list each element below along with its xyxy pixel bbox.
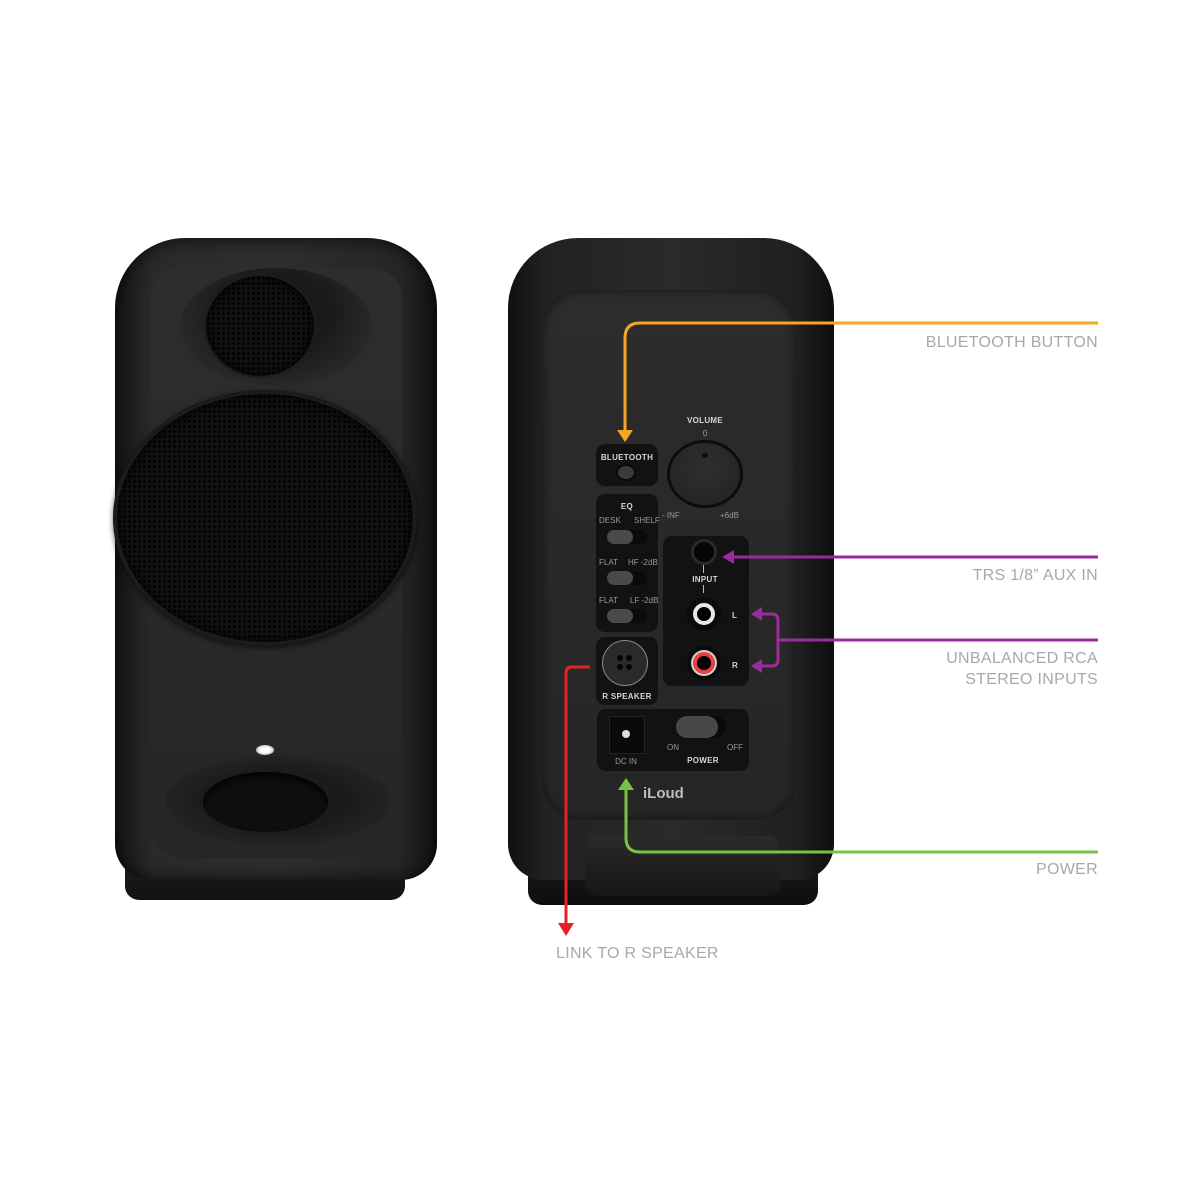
eq-lf-switch[interactable]	[607, 609, 647, 623]
callout-aux-in: TRS 1/8” AUX IN	[972, 567, 1098, 584]
eq-switch-3-left-label: FLAT	[599, 596, 618, 605]
power-arrowhead-icon	[618, 778, 634, 790]
input-divider	[703, 585, 704, 593]
power-callout-line	[624, 788, 1098, 854]
r-speaker-din-jack[interactable]	[603, 641, 647, 685]
volume-center-mark: 0	[702, 429, 708, 438]
back-speaker-stand	[585, 836, 780, 896]
brand-logo: iLoud	[643, 785, 684, 802]
bluetooth-button[interactable]	[618, 466, 634, 479]
link-callout-line	[564, 665, 590, 925]
rca-bracket	[762, 612, 780, 668]
power-on-label: ON	[667, 743, 679, 752]
callout-link-to-r-speaker: LINK TO R SPEAKER	[556, 945, 719, 962]
eq-label: EQ	[620, 502, 634, 511]
bass-port-icon	[203, 772, 328, 832]
volume-indicator-icon	[702, 453, 708, 458]
power-switch[interactable]	[676, 716, 726, 738]
callout-rca-line-2: STEREO INPUTS	[965, 671, 1098, 688]
dc-in-label: DC IN	[615, 757, 637, 766]
callout-bluetooth-button: BLUETOOTH BUTTON	[925, 334, 1098, 351]
callout-power: POWER	[1036, 861, 1098, 878]
tweeter-grille-icon	[206, 276, 314, 376]
woofer-grille-icon	[117, 394, 413, 642]
link-arrowhead-icon	[558, 923, 574, 936]
rca-left-ring-icon	[693, 603, 715, 625]
bluetooth-callout-line	[623, 321, 1098, 432]
power-off-label: OFF	[727, 743, 743, 752]
eq-desk-shelf-switch[interactable]	[607, 530, 647, 544]
rca-right-arrowhead-icon	[751, 659, 762, 673]
r-speaker-label: R SPEAKER	[602, 692, 652, 701]
power-label: POWER	[687, 756, 719, 765]
aux-in-jack[interactable]	[694, 542, 714, 562]
volume-max-label: +6dB	[720, 511, 739, 520]
dc-in-jack[interactable]	[609, 716, 645, 754]
eq-switch-3-right-label: LF -2dB	[630, 596, 659, 605]
input-label: INPUT	[692, 575, 718, 584]
rca-left-arrowhead-icon	[751, 607, 762, 621]
rca-right-jack[interactable]	[687, 646, 721, 680]
callout-rca-line-1: UNBALANCED RCA	[946, 650, 1098, 667]
power-led-icon	[256, 745, 274, 755]
switch-knob	[607, 530, 633, 544]
eq-switch-2-right-label: HF -2dB	[628, 558, 658, 567]
volume-min-label: - INF	[662, 511, 680, 520]
bluetooth-plate	[596, 444, 658, 486]
volume-label: VOLUME	[686, 416, 724, 425]
rca-right-label: R	[732, 661, 739, 670]
aux-arrowhead-icon	[722, 550, 734, 564]
eq-hf-switch[interactable]	[607, 571, 647, 585]
eq-switch-1-left-label: DESK	[599, 516, 621, 525]
rca-left-label: L	[732, 611, 738, 620]
switch-knob	[607, 571, 633, 585]
bluetooth-arrowhead-icon	[617, 430, 633, 442]
input-divider	[703, 565, 704, 573]
eq-switch-1-right-label: SHELF	[634, 516, 660, 525]
switch-knob	[607, 609, 633, 623]
rca-right-ring-icon	[693, 652, 715, 674]
bluetooth-label: BLUETOOTH	[600, 453, 654, 462]
rca-left-jack[interactable]	[687, 597, 721, 631]
eq-switch-2-left-label: FLAT	[599, 558, 618, 567]
